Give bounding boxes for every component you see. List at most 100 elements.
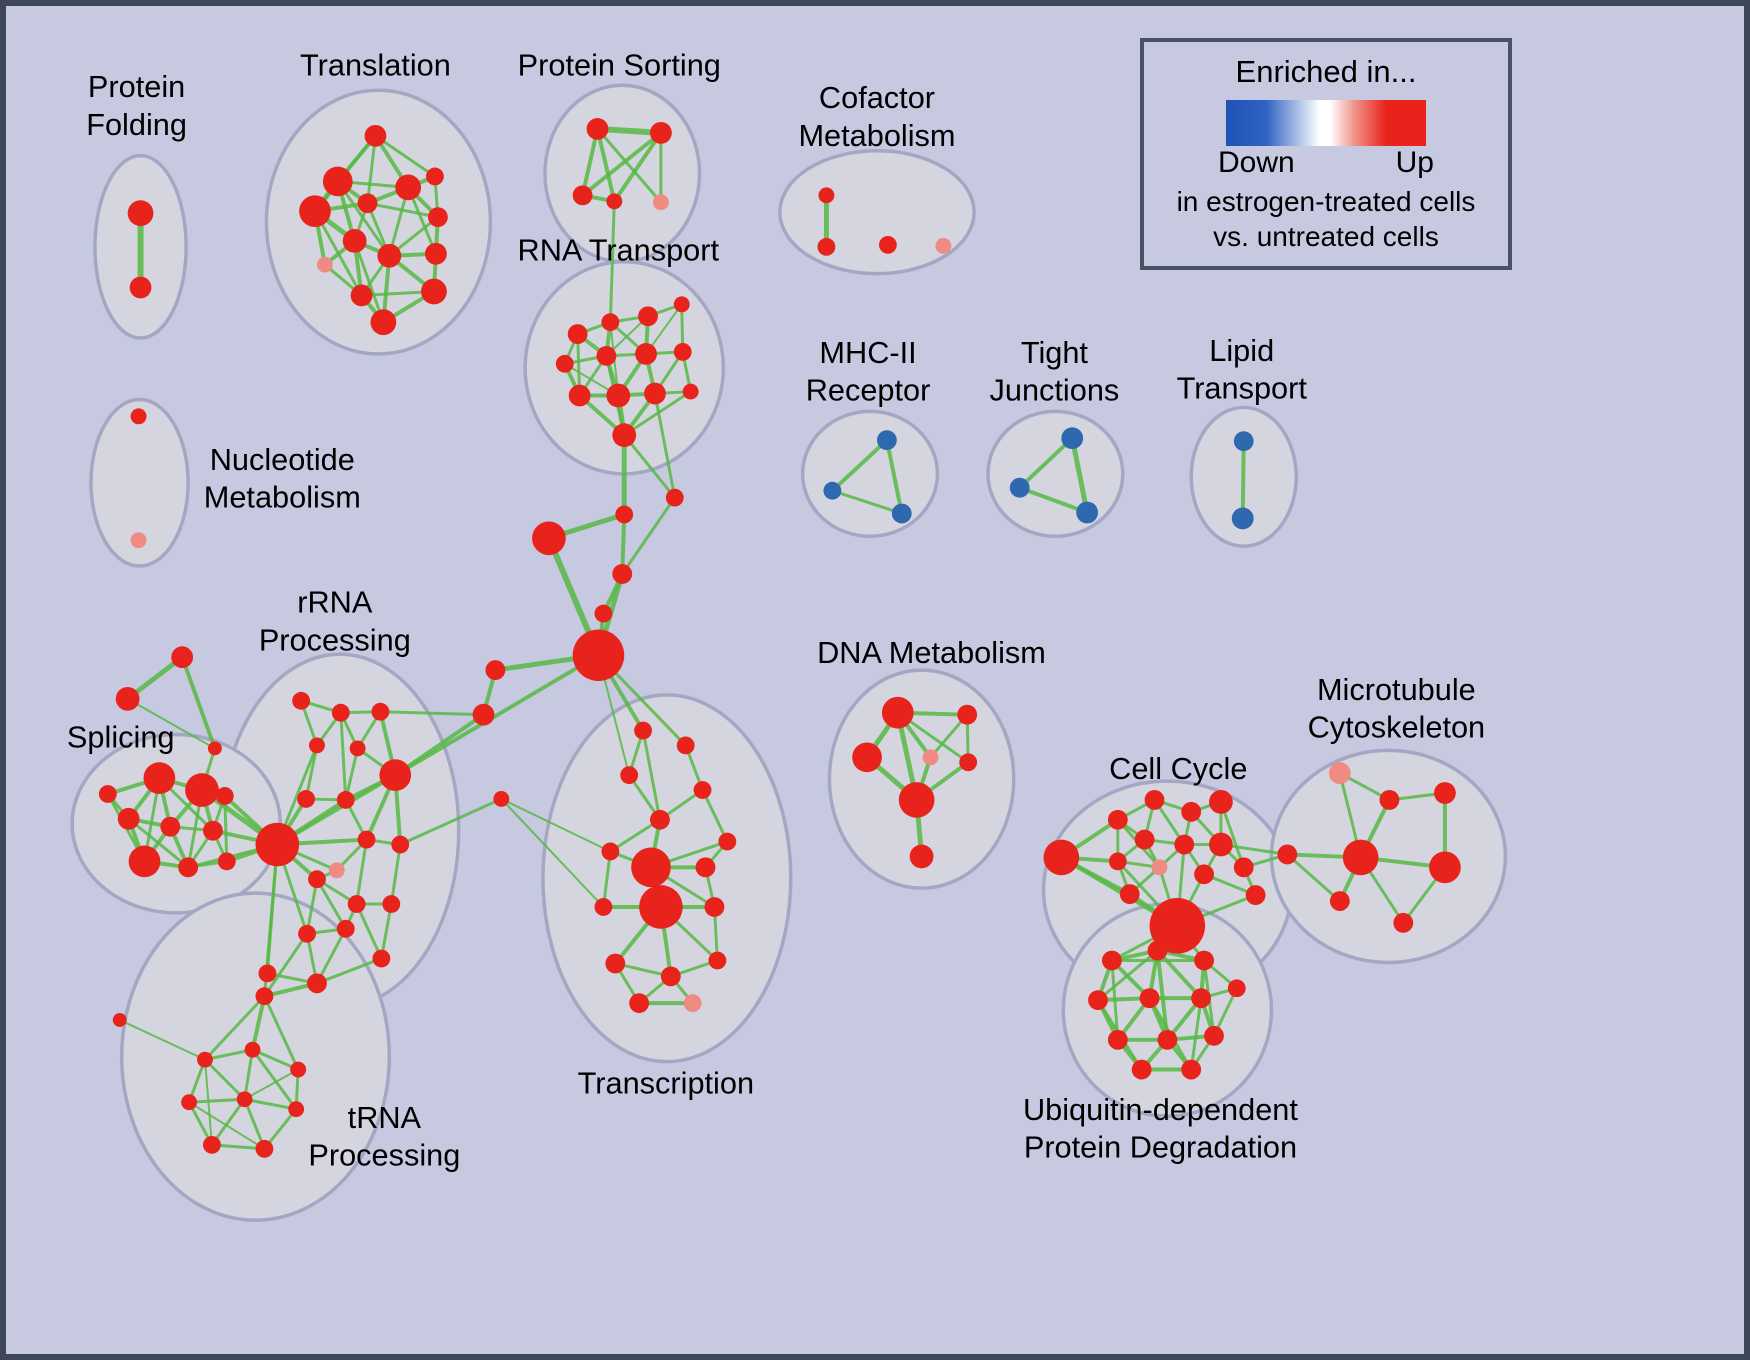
legend-title: Enriched in... [1235, 54, 1417, 89]
node-rr6 [379, 759, 412, 792]
node-m3 [493, 791, 510, 807]
node-tc9 [718, 832, 737, 851]
node-tj1 [1061, 427, 1084, 450]
node-t14 [370, 309, 397, 336]
node-tc3 [620, 766, 639, 785]
node-t9 [316, 256, 333, 273]
node-tc1 [634, 721, 652, 740]
edge-tr4-tr6 [243, 1068, 300, 1101]
node-s5 [202, 820, 223, 841]
edge-rr12-m3 [398, 797, 503, 847]
node-hub [572, 629, 625, 681]
node-rr19 [307, 973, 327, 994]
node-p1 [586, 118, 609, 140]
node-cc6 [1134, 829, 1155, 850]
node-rr4 [309, 737, 325, 754]
node-m2 [472, 703, 495, 726]
cluster-label-dna-metabolism: DNA Metabolism [817, 635, 1046, 670]
node-cc4 [1181, 801, 1202, 822]
edge-tr1-tr2 [203, 994, 266, 1062]
node-lt2 [1231, 507, 1254, 530]
node-t5 [395, 174, 422, 201]
edge-rr13-rr17 [305, 877, 319, 936]
node-h4 [612, 564, 633, 584]
cluster-label-cell-cycle: Cell Cycle [1109, 751, 1247, 786]
node-rr13 [308, 870, 326, 889]
node-r4 [673, 296, 690, 313]
node-r11 [644, 382, 666, 405]
node-rr16 [336, 919, 355, 938]
node-t8 [342, 229, 367, 253]
legend-down-label: Down [1218, 146, 1295, 179]
node-tc10 [594, 898, 613, 916]
node-tc15 [708, 951, 727, 970]
node-d6 [898, 782, 935, 818]
cluster-ellipse-mhc-ii-receptor [800, 409, 940, 539]
edge-rr17-tr1 [262, 932, 309, 998]
node-tr1 [255, 987, 274, 1006]
node-cf3 [878, 235, 897, 254]
node-mh2 [823, 481, 842, 500]
edge-tr3-tr7 [251, 1048, 298, 1111]
node-p5 [652, 194, 669, 211]
edge-tr2-tr6 [203, 1058, 247, 1101]
node-cc10 [1151, 859, 1168, 876]
node-s9 [98, 785, 117, 803]
node-mh3 [891, 503, 912, 524]
edge-hub-rr6 [393, 653, 601, 778]
node-tc14 [660, 966, 681, 987]
node-r1 [567, 324, 588, 344]
node-t12 [350, 284, 373, 307]
node-t11 [425, 242, 447, 265]
node-cc2 [1107, 809, 1128, 830]
edge-tj1-tj2 [1017, 436, 1075, 490]
node-d5 [959, 753, 978, 772]
edge-h2-h4 [620, 512, 627, 576]
cluster-label-transcription: Transcription [578, 1065, 754, 1100]
node-tc7 [631, 847, 671, 888]
edge-rr4-rr7 [304, 743, 319, 801]
node-tr3 [244, 1041, 261, 1058]
node-cc13 [1119, 884, 1140, 905]
edge-mh1-mh2 [830, 438, 889, 493]
node-rr2 [331, 703, 350, 722]
edge-rr18-rr19 [315, 957, 383, 985]
node-tc13 [605, 953, 626, 974]
node-mc1 [1328, 762, 1351, 785]
node-mc6 [1429, 851, 1461, 884]
node-r12 [682, 383, 699, 400]
node-h3 [532, 521, 566, 556]
node-n2 [130, 532, 147, 549]
edge-x2-x3 [126, 697, 216, 750]
node-tc6 [601, 842, 620, 861]
node-cc16 [1277, 844, 1298, 865]
edge-tr1-tr4 [262, 994, 300, 1072]
legend-scale: Down Up [1218, 146, 1434, 180]
edge-rr2-rr8 [339, 711, 348, 802]
node-tr7 [288, 1101, 305, 1118]
node-r2 [601, 313, 620, 332]
edge-p1-p3 [580, 126, 600, 198]
edge-m3-tc6 [500, 797, 612, 853]
node-s3 [117, 807, 140, 830]
node-cf2 [817, 237, 836, 256]
node-rr8 [336, 791, 355, 809]
edge-mh1-mh3 [884, 438, 904, 516]
edge-r13-h1 [622, 433, 677, 500]
cluster-ellipse-tight-junctions [986, 409, 1125, 539]
node-tc2 [676, 736, 695, 755]
node-r10 [606, 383, 631, 408]
node-mc3 [1434, 782, 1456, 804]
legend-caption-line-2: vs. untreated cells [1213, 221, 1439, 252]
edge-tr3-tr4 [251, 1048, 300, 1072]
node-t1 [364, 124, 387, 147]
node-tr5 [181, 1094, 198, 1111]
node-rr20 [258, 964, 277, 983]
